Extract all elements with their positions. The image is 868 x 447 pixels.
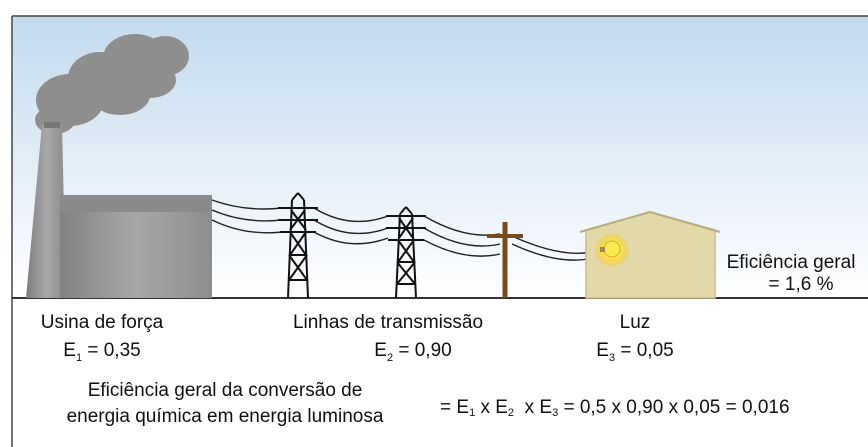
house bbox=[579, 210, 721, 299]
light-efficiency: E3 = 0,05 bbox=[596, 340, 674, 364]
pylon-2 bbox=[386, 206, 426, 299]
light-label: Luz E3 = 0,05 bbox=[580, 312, 690, 369]
transmission-wires bbox=[211, 199, 593, 261]
lines-efficiency: E2 = 0,90 bbox=[374, 340, 452, 364]
utility-pole bbox=[487, 222, 523, 298]
lines-label: Linhas de transmissão E2 = 0,90 bbox=[268, 312, 508, 369]
pylon-1 bbox=[278, 192, 318, 299]
plant-label: Usina de força E1 = 0,35 bbox=[22, 312, 182, 369]
overall-efficiency-label: Eficiência geral = 1,6 % bbox=[716, 252, 866, 296]
overall-efficiency-value: = 1,6 % bbox=[768, 274, 834, 295]
formula-caption-line1: Eficiência geral da conversão de bbox=[87, 380, 363, 401]
power-plant bbox=[26, 122, 212, 298]
plant-efficiency: E1 = 0,35 bbox=[63, 340, 141, 364]
light-name: Luz bbox=[619, 312, 651, 333]
formula-caption: Eficiência geral da conversão de energia… bbox=[30, 380, 420, 428]
efficiency-formula: = E1 x E2 x E3 = 0,5 x 0,90 x 0,05 = 0,0… bbox=[440, 397, 790, 419]
overall-efficiency-title: Eficiência geral bbox=[726, 252, 856, 273]
plant-name: Usina de força bbox=[40, 312, 164, 333]
smoke-cloud bbox=[35, 34, 189, 134]
light-bulb-icon bbox=[595, 233, 629, 267]
lines-name: Linhas de transmissão bbox=[292, 312, 484, 333]
formula-caption-line2: energia química em energia luminosa bbox=[66, 406, 384, 427]
